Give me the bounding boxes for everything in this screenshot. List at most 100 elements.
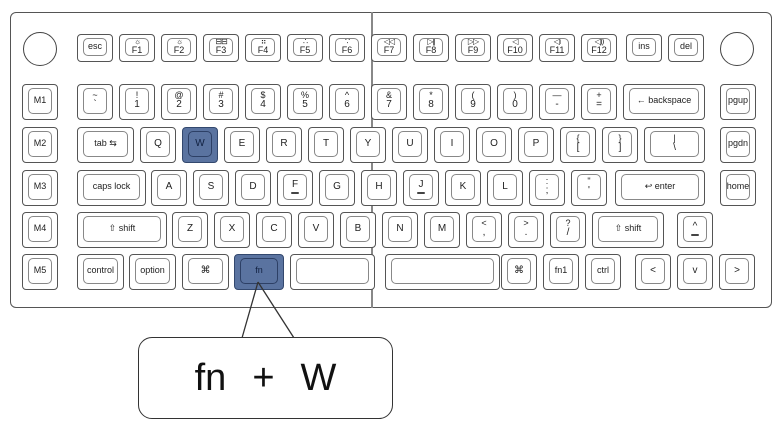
- keycap: R: [272, 131, 296, 157]
- key-k3: #3: [203, 84, 239, 120]
- key-legend: fn1: [554, 265, 568, 276]
- key-legend: ⌘: [200, 264, 211, 276]
- key-legend: v: [692, 264, 698, 276]
- key-top-legend: $: [260, 90, 266, 101]
- key-capslock: caps lock: [77, 170, 146, 206]
- key-legend: pgdn: [727, 138, 749, 149]
- keycap: Q: [146, 131, 170, 157]
- key-lcmd: ⌘: [182, 254, 229, 290]
- key-quote: "': [571, 170, 607, 206]
- key-k6: ^6: [329, 84, 365, 120]
- key-legend: control: [86, 265, 114, 276]
- keycap: X: [220, 216, 244, 242]
- key-legend: 6: [344, 99, 350, 111]
- key-esc: esc: [77, 34, 113, 62]
- key-legend: U: [406, 137, 414, 149]
- key-legend: I: [450, 137, 454, 149]
- key-legend: R: [280, 137, 288, 149]
- keycap: ⇧ shift: [598, 216, 658, 242]
- key-legend: O: [490, 137, 498, 149]
- key-top-legend: &: [385, 90, 392, 101]
- key-rshift: ⇧ shift: [592, 212, 664, 248]
- keycap: I: [440, 131, 464, 157]
- key-legend: >: [734, 264, 740, 276]
- keycap: ← backspace: [629, 88, 699, 114]
- keycap: del: [674, 38, 698, 56]
- key-top-legend: ∵: [344, 38, 350, 47]
- key-f9: ▷▷F9: [455, 34, 491, 62]
- keycap: Z: [178, 216, 202, 242]
- keycap: F: [283, 174, 307, 200]
- keycap: ⌘: [188, 258, 223, 284]
- key-top-legend: ☼: [133, 38, 141, 47]
- key-legend: B: [354, 222, 362, 234]
- key-e: E: [224, 127, 260, 163]
- keycap: )0: [503, 88, 527, 114]
- key-minus: —-: [539, 84, 575, 120]
- keycap: ◁))F12: [587, 38, 611, 56]
- key-legend: F5: [299, 45, 311, 56]
- key-legend: 8: [428, 99, 434, 111]
- key-legend: 7: [386, 99, 392, 111]
- keycap: pgdn: [726, 131, 750, 157]
- keycap: tab ⇆: [83, 131, 128, 157]
- key-legend: ,: [482, 227, 486, 239]
- keycap: !1: [125, 88, 149, 114]
- key-top-legend: (: [471, 90, 475, 101]
- keycap: N: [388, 216, 412, 242]
- keycap: ◁◁F7: [377, 38, 401, 56]
- key-top-legend: ): [513, 90, 517, 101]
- key-del: del: [668, 34, 704, 62]
- key-backslash: |\: [644, 127, 705, 163]
- key-f7: ◁◁F7: [371, 34, 407, 62]
- key-ins: ins: [626, 34, 662, 62]
- key-legend: V: [312, 222, 320, 234]
- key-legend: F8: [425, 45, 437, 56]
- key-legend: option: [140, 265, 165, 276]
- key-k4: $4: [245, 84, 281, 120]
- keycap: [391, 258, 494, 284]
- key-rspace: [385, 254, 500, 290]
- key-enter: ↩ enter: [615, 170, 705, 206]
- key-ctrl: ctrl: [585, 254, 621, 290]
- key-a: A: [151, 170, 187, 206]
- keycap: D: [241, 174, 265, 200]
- key-g: G: [319, 170, 355, 206]
- key-legend: 5: [302, 99, 308, 111]
- key-s: S: [193, 170, 229, 206]
- key-z: Z: [172, 212, 208, 248]
- key-right: >: [719, 254, 755, 290]
- keycap: ?/: [556, 216, 580, 242]
- key-legend: Y: [364, 137, 372, 149]
- shortcut-callout: fn + W: [138, 337, 393, 419]
- keycap: ins: [632, 38, 656, 56]
- keycap: ◁F10: [503, 38, 527, 56]
- key-up: ^: [677, 212, 713, 248]
- key-top-legend: ?: [565, 218, 571, 229]
- key-k1: !1: [119, 84, 155, 120]
- key-top-legend: ◁ı: [553, 38, 561, 47]
- key-m2: M2: [22, 127, 58, 163]
- key-top-legend: #: [218, 90, 224, 101]
- keycap: home: [726, 174, 750, 200]
- key-legend: ^: [692, 220, 698, 232]
- keycap: E: [230, 131, 254, 157]
- keycap: {[: [566, 131, 590, 157]
- keycap: J: [409, 174, 433, 200]
- key-k0: )0: [497, 84, 533, 120]
- keycap: M1: [28, 88, 52, 114]
- keycap: G: [325, 174, 349, 200]
- keycap: O: [482, 131, 506, 157]
- keycap: H: [367, 174, 391, 200]
- key-w: W: [182, 127, 218, 163]
- keycap: S: [199, 174, 223, 200]
- key-slash: ?/: [550, 212, 586, 248]
- key-legend: \: [673, 142, 676, 154]
- key-n: N: [382, 212, 418, 248]
- keycap: ctrl: [591, 258, 615, 284]
- key-semicolon: :;: [529, 170, 565, 206]
- keycap: U: [398, 131, 422, 157]
- keycap: :;: [535, 174, 559, 200]
- key-legend: F1: [131, 45, 143, 56]
